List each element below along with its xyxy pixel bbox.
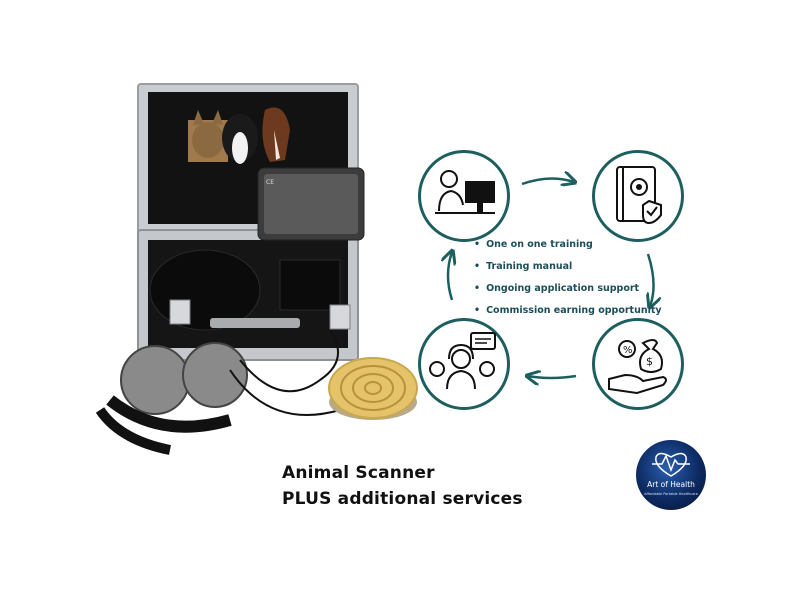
- logo-tagline: Affordable Portable Healthcare: [644, 492, 698, 496]
- arrow-up: [448, 252, 452, 301]
- svg-text:CE: CE: [266, 179, 274, 186]
- training-circle: [418, 150, 510, 242]
- support-circle: [418, 318, 510, 410]
- svg-text:%: %: [623, 345, 633, 356]
- caption: Animal Scanner PLUS additional services: [282, 460, 523, 512]
- support-agent-icon: [429, 332, 496, 390]
- animal-scanner-product-photo: CE: [95, 83, 418, 455]
- service-item: Ongoing application support: [474, 278, 662, 300]
- scanner-plate: [328, 357, 418, 420]
- scanner-device: CE: [257, 167, 365, 241]
- service-item: Commission earning opportunity: [474, 300, 662, 322]
- services-list: One on one training Training manual Ongo…: [474, 234, 662, 322]
- arrow-right: [521, 178, 574, 184]
- logo-name: Art of Health: [647, 480, 695, 489]
- computer-training-icon: [435, 170, 495, 214]
- animals-image: [188, 107, 290, 164]
- headset-accessory: [95, 342, 248, 455]
- service-item: One on one training: [474, 234, 662, 256]
- caption-subtitle: PLUS additional services: [282, 489, 523, 509]
- art-of-health-logo: Art of Health Affordable Portable Health…: [636, 440, 706, 510]
- money-hand-icon: % $: [608, 339, 667, 395]
- manual-book-icon: [616, 166, 662, 225]
- arrow-left: [528, 376, 577, 378]
- caption-title: Animal Scanner: [282, 463, 435, 483]
- service-item: Training manual: [474, 256, 662, 278]
- svg-text:$: $: [646, 355, 653, 368]
- commission-circle: % $: [592, 318, 684, 410]
- heartbeat-icon: [652, 452, 690, 477]
- manual-circle: [592, 150, 684, 242]
